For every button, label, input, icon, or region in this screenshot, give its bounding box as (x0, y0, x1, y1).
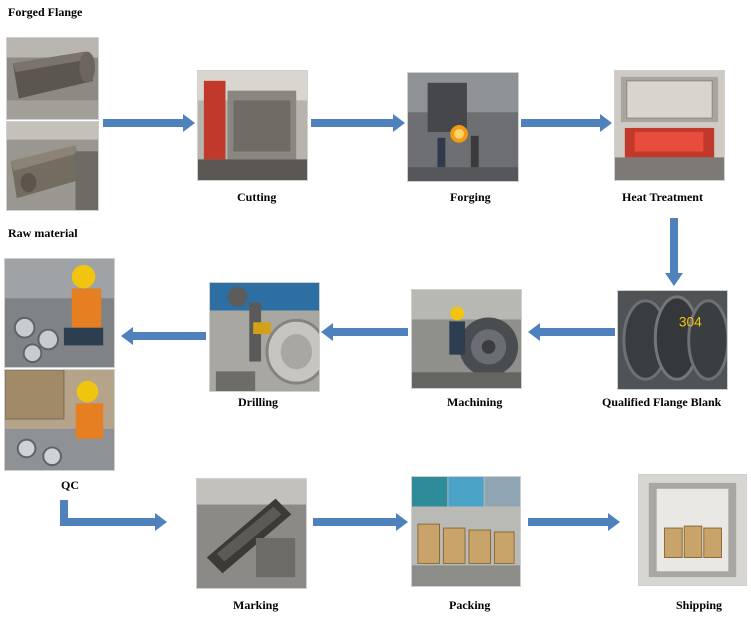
qualified-blank-photo: 304 (617, 290, 728, 390)
arrow-marking-to-packing (313, 513, 408, 531)
raw-material-photo-top (6, 37, 99, 120)
arrow-machining-to-drilling (321, 323, 408, 341)
packing-label: Packing (449, 598, 491, 612)
qc-label: QC (61, 478, 79, 492)
shipping-label: Shipping (676, 598, 723, 612)
shipping-photo (638, 474, 747, 586)
arrow-cutting-to-forging (311, 114, 405, 132)
arrow-drilling-to-qc (121, 327, 206, 345)
raw-material-photo-bottom (6, 121, 99, 211)
cutting-label: Cutting (237, 190, 277, 204)
machining-label: Machining (447, 395, 503, 409)
marking-label: Marking (233, 598, 279, 612)
svg-text:304: 304 (679, 314, 702, 329)
machining-photo (411, 289, 522, 389)
diagram-title: Forged Flange (8, 5, 83, 19)
arrow-blank-to-machining (528, 323, 615, 341)
qc-photo-top (4, 258, 115, 368)
arrow-qc-to-marking (60, 500, 167, 531)
arrow-raw-to-cutting (103, 114, 195, 132)
heat-treatment-photo (614, 70, 725, 181)
arrow-forging-to-heat (521, 114, 612, 132)
qualified-blank-label: Qualified Flange Blank (602, 395, 722, 409)
drilling-label: Drilling (238, 395, 279, 409)
heat-treatment-label: Heat Treatment (622, 190, 703, 204)
arrow-packing-to-shipping (528, 513, 620, 531)
arrow-heat-to-blank (665, 218, 683, 286)
cutting-photo (197, 70, 308, 181)
forging-photo (407, 72, 519, 182)
forging-label: Forging (450, 190, 491, 204)
packing-photo (411, 476, 521, 587)
drilling-photo (209, 282, 320, 392)
raw-material-label: Raw material (8, 226, 78, 240)
qc-photo-bottom (4, 369, 115, 471)
marking-photo (196, 478, 307, 589)
